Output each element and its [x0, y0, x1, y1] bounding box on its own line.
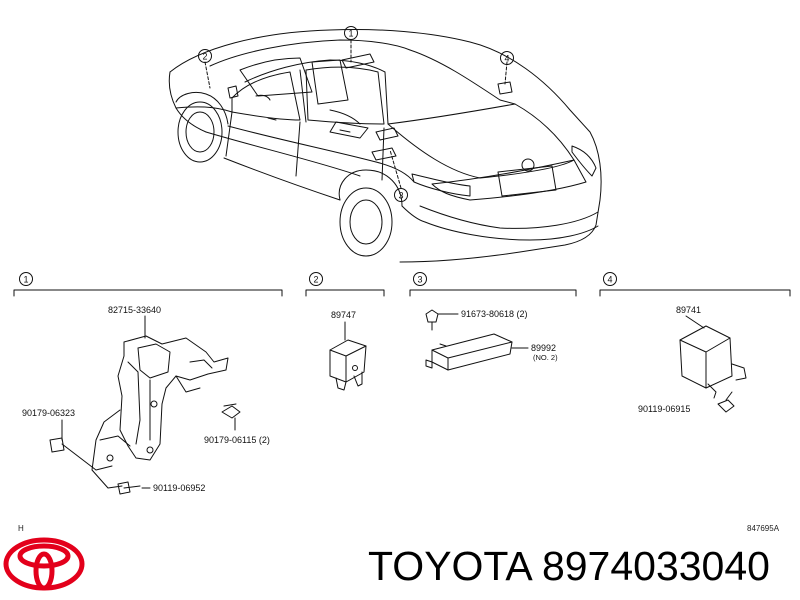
brand-name: TOYOTA — [368, 543, 531, 589]
part-label-90179-06323: 90179-06323 — [22, 408, 75, 418]
bolt-90119-06952 — [117, 481, 141, 495]
part-label-89747: 89747 — [331, 310, 356, 320]
part-note-no2: (NO. 2) — [533, 353, 558, 362]
drawing-code: 847695A — [747, 524, 780, 533]
callout-section-3: 3 — [417, 275, 422, 285]
callout-car-4: 4 — [504, 54, 509, 64]
section1-leaders — [61, 315, 236, 489]
callout-circles — [19, 26, 617, 286]
clip-90179-06323 — [49, 437, 65, 453]
callout-section-4: 4 — [607, 275, 612, 285]
sensor-89741-drawing — [679, 315, 747, 399]
brand-part-title: TOYOTA 8974033040 — [368, 546, 770, 587]
toyota-logo-icon — [3, 537, 85, 591]
callout-section-1: 1 — [23, 275, 28, 285]
callout-car-2: 2 — [202, 52, 207, 62]
clip-91673-80618 — [425, 309, 459, 331]
relay-89747-drawing — [329, 321, 367, 391]
part-number: 8974033040 — [541, 543, 770, 589]
part-label-89741: 89741 — [676, 305, 701, 315]
bracket-part-drawing — [91, 335, 229, 489]
corner-mark: H — [18, 524, 24, 533]
nut-90179-06115 — [221, 403, 241, 419]
bolt-90119-06915 — [717, 391, 735, 413]
part-label-90119-06915: 90119-06915 — [638, 404, 690, 414]
car-illustration — [168, 29, 602, 263]
part-label-90119-06952: 90119-06952 — [153, 483, 205, 493]
part-label-90179-06115: 90179-06115 (2) — [204, 435, 270, 445]
part-label-82715-33640: 82715-33640 — [108, 305, 161, 315]
callout-car-1: 1 — [348, 29, 353, 39]
part-label-89992: 89992 — [531, 343, 556, 353]
car-leader-lines — [204, 39, 508, 189]
part-label-91673-80618: 91673-80618 (2) — [461, 309, 528, 319]
section-brackets — [13, 289, 791, 297]
callout-section-2: 2 — [313, 275, 318, 285]
module-89992-drawing — [425, 333, 513, 371]
callout-car-3: 3 — [398, 191, 403, 201]
